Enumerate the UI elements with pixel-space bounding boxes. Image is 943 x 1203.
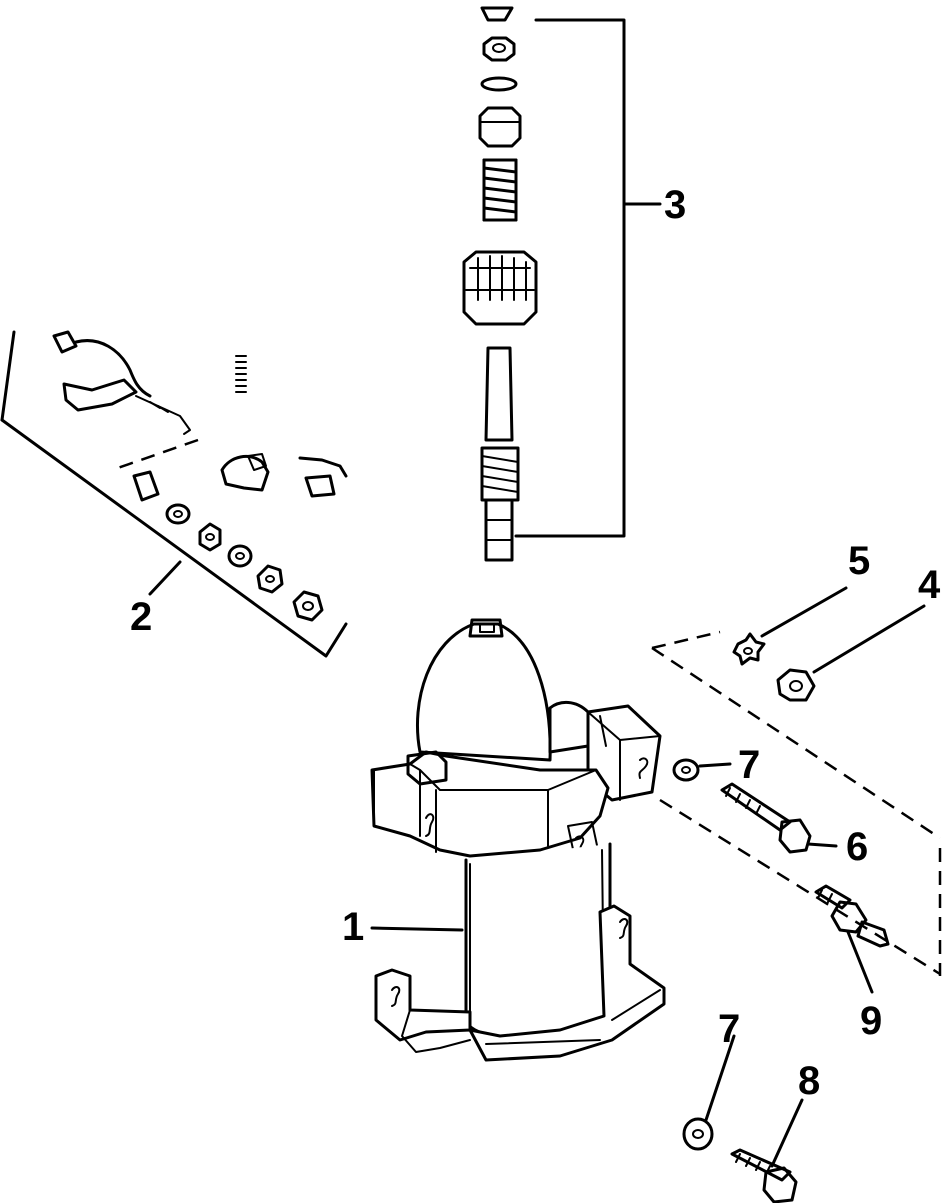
callout-5: 5: [848, 539, 870, 583]
callout-1: 1: [342, 905, 364, 949]
callout-7-lower: 7: [718, 1007, 740, 1051]
lower-fasteners: [682, 1034, 804, 1203]
fastener-group: [651, 586, 942, 994]
callout-6: 6: [846, 825, 868, 869]
brush-kit-parts: [0, 330, 348, 658]
callout-3: 3: [664, 183, 686, 227]
callout-labels: 1 2 3 4 5 6 7 7 8 9: [130, 183, 941, 1103]
callout-9: 9: [860, 999, 882, 1043]
callout-4: 4: [918, 563, 941, 607]
starter-motor: [370, 618, 666, 1062]
drive-assembly-parts: [462, 6, 538, 562]
callout-7-upper: 7: [738, 743, 760, 787]
callout-2: 2: [130, 595, 152, 639]
callout-8: 8: [798, 1059, 820, 1103]
callout-3-bracket: [514, 18, 662, 538]
